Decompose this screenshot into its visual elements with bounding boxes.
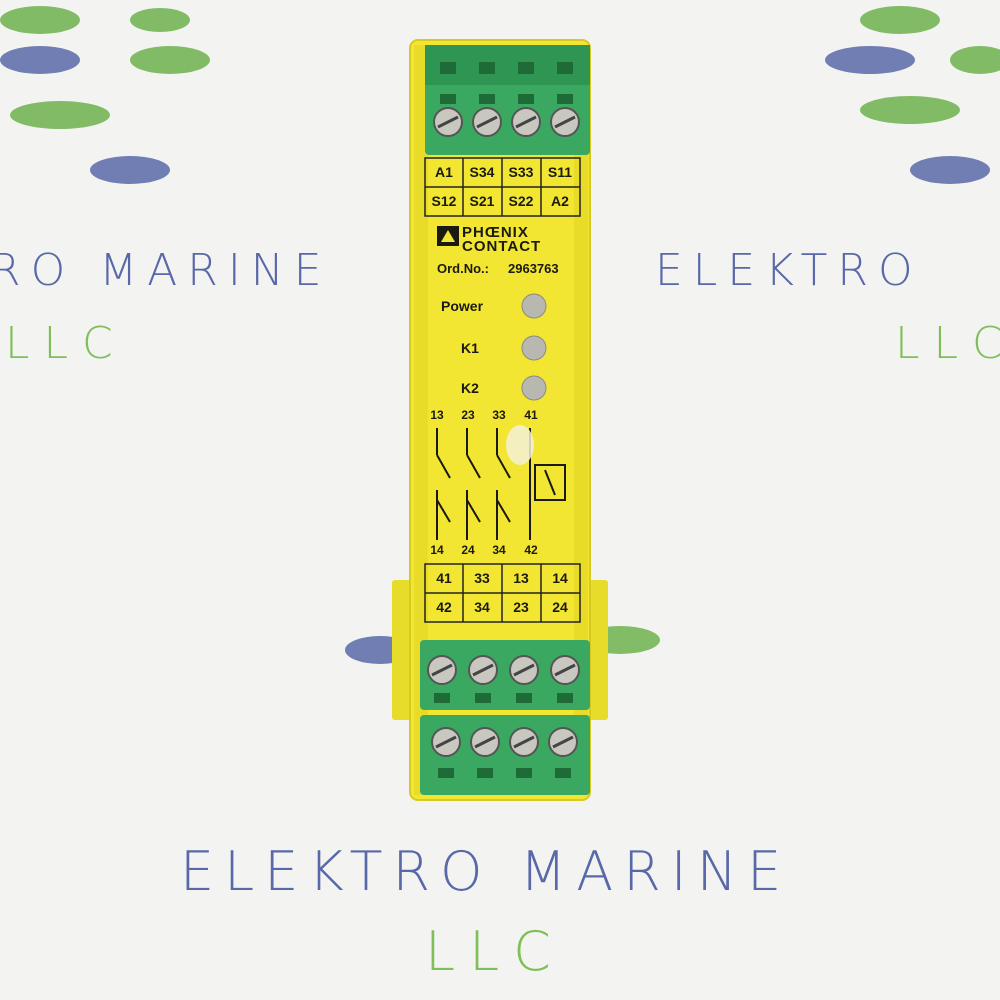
contact-number-bottom: 24 bbox=[461, 543, 475, 557]
contact-number-bottom: 14 bbox=[430, 543, 444, 557]
order-label: Ord.No.: bbox=[437, 261, 489, 276]
bottom-table-cell: 34 bbox=[474, 599, 490, 615]
contact-number-top: 13 bbox=[430, 408, 444, 422]
top-table-cell: S34 bbox=[469, 164, 495, 180]
watermark-text-bottom: ELEKTRO MARINE bbox=[180, 840, 792, 903]
led-label-power: Power bbox=[441, 298, 484, 314]
bottom-table-cell: 42 bbox=[436, 599, 452, 615]
top-table-cell: S11 bbox=[547, 164, 573, 180]
contact-number-top: 41 bbox=[524, 408, 538, 422]
bottom-table-cell: 33 bbox=[474, 570, 490, 586]
bottom-table-cell: 41 bbox=[436, 570, 452, 586]
contact-number-bottom: 42 bbox=[524, 543, 538, 557]
contact-number-bottom: 34 bbox=[492, 543, 506, 557]
bottom-table-cell: 13 bbox=[513, 570, 529, 586]
watermark-text-right: ELEKTRO bbox=[655, 245, 923, 296]
watermark-llc-left: LLC bbox=[5, 318, 127, 369]
watermark-text-left: RO MARINE bbox=[0, 245, 332, 296]
top-table-cell: S22 bbox=[508, 193, 534, 209]
top-table-cell: S21 bbox=[469, 193, 495, 209]
top-table-cell: A1 bbox=[435, 164, 453, 180]
order-number: 2963763 bbox=[508, 261, 559, 276]
top-table-cell: S12 bbox=[431, 193, 457, 209]
bottom-table-cell: 23 bbox=[513, 599, 529, 615]
brand-line1: PHŒNIX bbox=[462, 224, 529, 241]
top-table-cell: S33 bbox=[508, 164, 534, 180]
watermark-llc-bottom: LLC bbox=[425, 920, 565, 983]
contact-number-top: 23 bbox=[461, 408, 475, 422]
watermark-llc-right: LLC bbox=[895, 318, 1000, 369]
led-label-k1: K1 bbox=[461, 340, 479, 356]
bottom-table-cell: 24 bbox=[552, 599, 568, 615]
led-label-k2: K2 bbox=[461, 380, 479, 396]
top-table-cell: A2 bbox=[551, 193, 569, 209]
brand-line2: CONTACT bbox=[462, 238, 542, 255]
contact-number-top: 33 bbox=[492, 408, 506, 422]
bottom-table-cell: 14 bbox=[552, 570, 568, 586]
